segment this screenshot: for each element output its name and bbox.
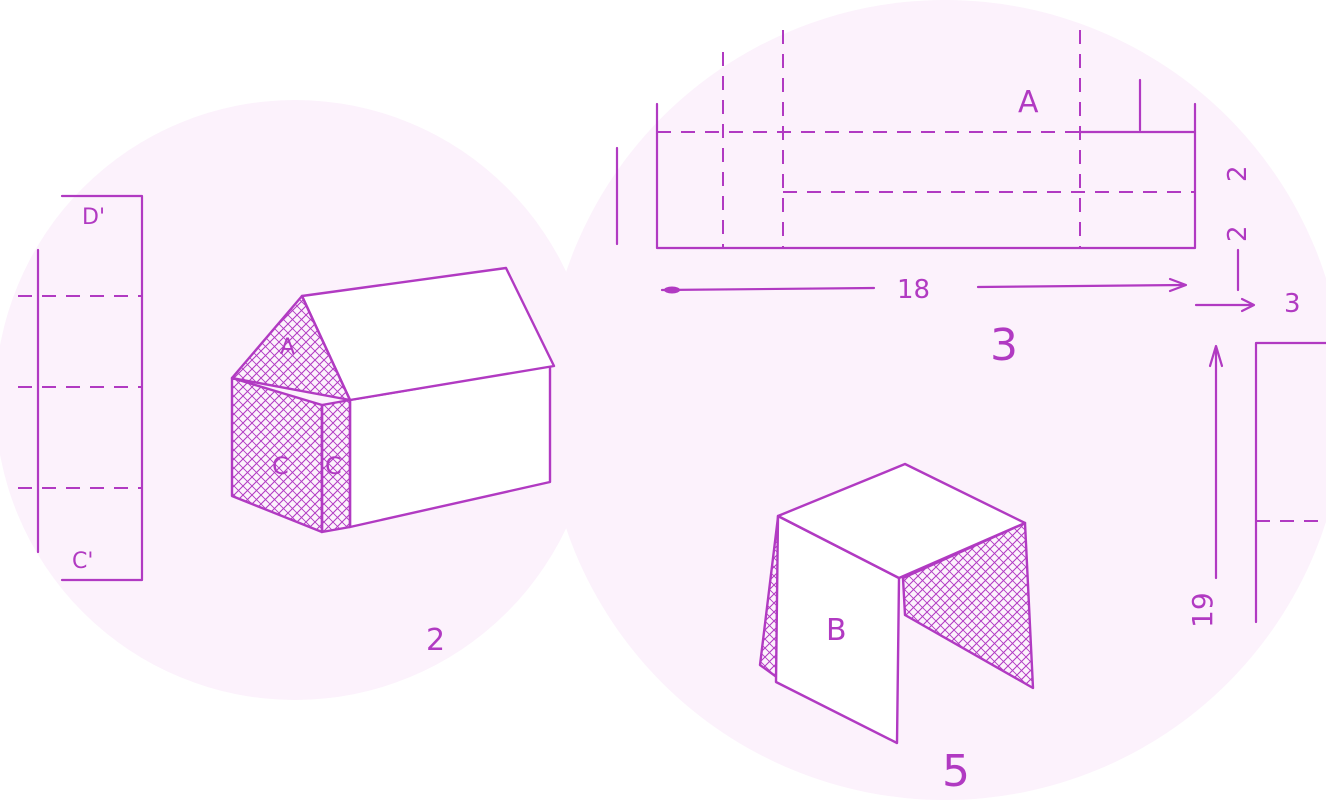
- dimension-strip-height: 19: [1186, 592, 1219, 628]
- strip-label-top: D': [82, 205, 105, 230]
- right-panel: A 18 2 2 3 3 19: [615, 30, 1326, 797]
- dimension-heights: 2 2 3: [1194, 165, 1301, 319]
- dimension-offset-label: 3: [1284, 289, 1301, 319]
- house-model: A C C: [230, 266, 556, 534]
- dimension-length: 18: [660, 275, 1188, 305]
- figure-number-3: 3: [990, 320, 1018, 371]
- folding-strip-left: D' C': [18, 194, 144, 582]
- figure-number-2: 2: [426, 623, 445, 658]
- figure-number-5: 5: [942, 746, 970, 797]
- dimension-length-label: 18: [897, 275, 930, 305]
- house-label-front-right: C: [325, 452, 342, 480]
- dimension-height-upper: 2: [1223, 165, 1253, 182]
- folding-strip-right: 19: [1186, 341, 1326, 628]
- stool-model: B: [758, 462, 1035, 745]
- strip-label-bottom: C': [72, 549, 93, 574]
- left-panel: D' C' A C C 2: [18, 194, 556, 658]
- pattern-drawing: A: [615, 30, 1197, 250]
- house-label-gable: A: [280, 335, 295, 360]
- stool-label-b: B: [826, 613, 847, 648]
- pattern-label-a: A: [1018, 85, 1039, 120]
- house-label-front-left: C: [272, 452, 289, 480]
- dimension-height-lower: 2: [1223, 225, 1253, 242]
- right-background-circle: [545, 0, 1326, 800]
